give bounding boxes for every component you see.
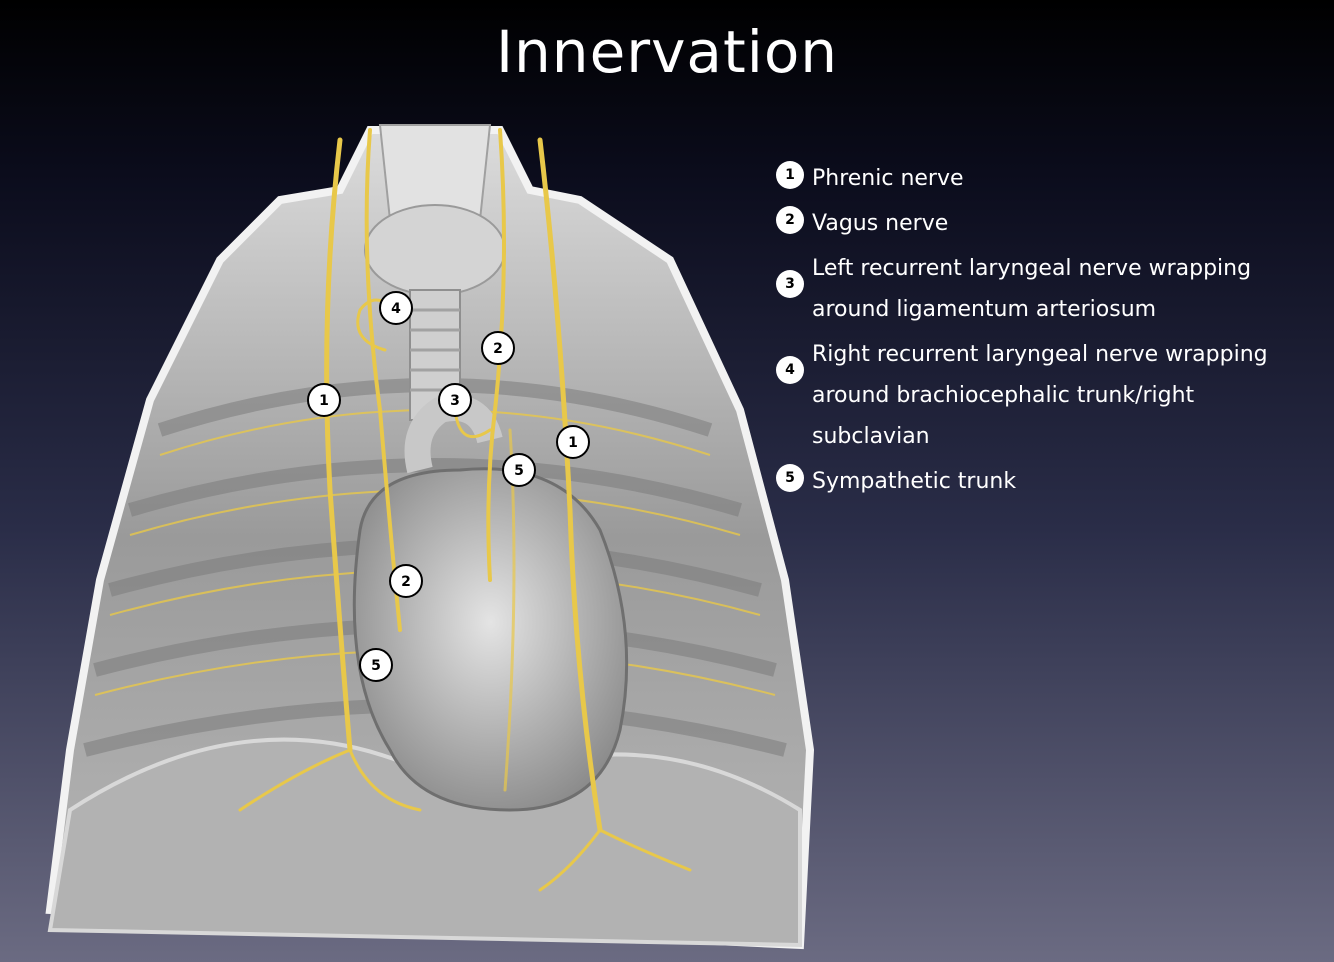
- thyroid-gland: [365, 205, 505, 295]
- marker-2-left-vagus: 2: [482, 332, 514, 364]
- legend-item-right-recurrent: 4 Right recurrent laryngeal nerve wrappi…: [776, 334, 1316, 457]
- marker-label: 3: [450, 393, 460, 409]
- legend-label: Vagus nerve: [812, 203, 948, 244]
- marker-label: 5: [371, 658, 381, 674]
- marker-label: 2: [493, 341, 503, 357]
- legend-label: Phrenic nerve: [812, 158, 964, 199]
- legend-item-vagus: 2 Vagus nerve: [776, 203, 1316, 244]
- marker-1-right-phrenic: 1: [308, 384, 340, 416]
- legend: 1 Phrenic nerve 2 Vagus nerve 3 Left rec…: [776, 158, 1316, 506]
- legend-badge: 1: [776, 161, 804, 189]
- legend-label-line-1: Left recurrent laryngeal nerve wrapping: [812, 248, 1251, 289]
- marker-1-left-phrenic: 1: [557, 426, 589, 458]
- legend-badge: 4: [776, 356, 804, 384]
- legend-item-phrenic: 1 Phrenic nerve: [776, 158, 1316, 199]
- legend-label-line-1: Right recurrent laryngeal nerve wrapping: [812, 334, 1316, 375]
- marker-label: 4: [391, 301, 401, 317]
- legend-badge: 2: [776, 206, 804, 234]
- marker-2-right-vagus: 2: [390, 565, 422, 597]
- marker-3-left-recurrent: 3: [439, 384, 471, 416]
- marker-4-right-recurrent: 4: [380, 292, 412, 324]
- marker-label: 2: [401, 574, 411, 590]
- legend-item-sympathetic: 5 Sympathetic trunk: [776, 461, 1316, 502]
- heart: [354, 469, 626, 810]
- legend-badge: 5: [776, 464, 804, 492]
- legend-label: Sympathetic trunk: [812, 461, 1016, 502]
- marker-label: 5: [514, 463, 524, 479]
- thorax-illustration: 4 2 1 3 1 5 2 5: [40, 110, 830, 956]
- legend-label-line-2: around ligamentum arteriosum: [812, 289, 1251, 330]
- marker-label: 1: [319, 393, 329, 409]
- legend-badge: 3: [776, 270, 804, 298]
- legend-label-line-2: around brachiocephalic trunk/right subcl…: [812, 375, 1316, 457]
- marker-5-sympathetic-upper: 5: [503, 454, 535, 486]
- marker-5-sympathetic-lower: 5: [360, 649, 392, 681]
- marker-label: 1: [568, 435, 578, 451]
- legend-item-left-recurrent: 3 Left recurrent laryngeal nerve wrappin…: [776, 248, 1316, 330]
- slide-title: Innervation: [0, 18, 1334, 86]
